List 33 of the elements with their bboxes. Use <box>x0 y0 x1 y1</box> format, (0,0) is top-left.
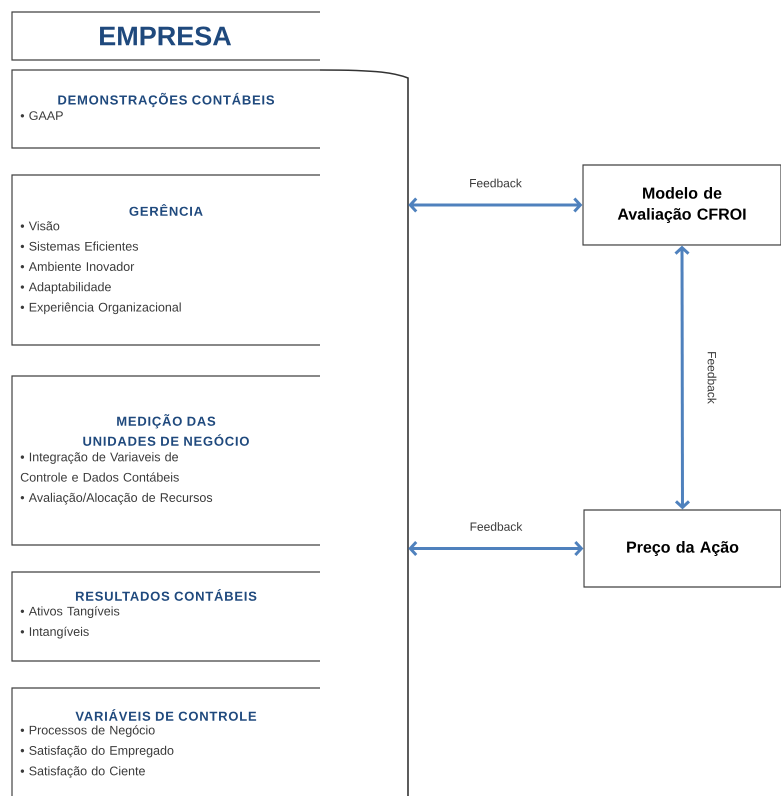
process-box: Modelo de Avaliação CFROI <box>582 164 781 246</box>
bullet-item: • Avaliação/Alocação de Recursos <box>20 492 212 505</box>
section-box <box>11 687 320 796</box>
double-arrow <box>674 246 690 510</box>
edge-label: Feedback <box>708 352 716 404</box>
process-box: Preço da Ação <box>583 509 781 588</box>
bullet-item: • Intangíveis <box>20 626 89 638</box>
section-heading: DEMONSTRAÇÕES CONTÁBEIS <box>58 92 274 108</box>
section-heading: RESULTADOS CONTÁBEIS <box>76 589 256 601</box>
bullet-item: • Sistemas Eficientes <box>20 242 138 251</box>
bullet-item: • Integração de Variaveis de Controle e Dados Contábeis <box>20 452 179 482</box>
section-box <box>11 571 320 662</box>
edge-label: Feedback <box>470 178 522 188</box>
bullet-item: • Ativos Tangíveis <box>20 606 120 618</box>
bullet-item: • Experiência Organizacional <box>20 302 181 314</box>
section-box <box>11 375 320 546</box>
edge-label: Feedback <box>470 522 522 531</box>
bullet-item: • Satisfação do Empregado <box>20 746 174 758</box>
section-box <box>11 174 320 346</box>
bracket-frame <box>320 69 409 796</box>
double-arrow <box>408 198 582 213</box>
bullet-item: • GAAP <box>20 111 63 120</box>
bullet-item: • Ambiente Inovador <box>20 262 134 271</box>
bullet-item: • Adaptabilidade <box>20 282 111 294</box>
bullet-item: • Processos de Negócio <box>20 725 155 737</box>
double-arrow <box>408 540 584 556</box>
bullet-item: • Satisfação do Ciente <box>20 766 145 778</box>
section-heading: VARIÁVEIS DE CONTROLE <box>75 709 256 721</box>
header-box: EMPRESA <box>11 11 320 61</box>
section-heading: GERÊNCIA <box>130 204 203 216</box>
bullet-item: • Visão <box>20 221 60 230</box>
section-heading: MEDIÇÃO DAS UNIDADES DE NEGÓCIO <box>83 414 249 446</box>
section-box <box>11 69 320 149</box>
